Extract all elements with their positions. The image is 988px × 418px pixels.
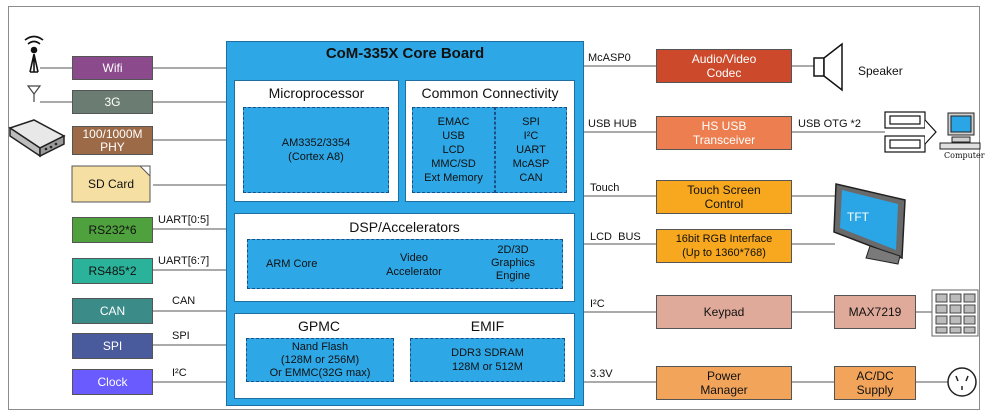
usb-otg-wire-label: USB OTG *2 [798,118,861,130]
max7219-block: MAX7219 [834,295,916,329]
uart67-label: UART[6:7] [158,255,210,267]
can-block: CAN [72,298,153,324]
sd-card-block: SD Card [87,177,134,191]
emif-title: EMIF [470,318,505,334]
rgb-interface-block: 16bit RGB Interface (Up to 1360*768) [656,229,792,263]
core-board-title: CoM-335X Core Board [325,45,485,62]
wifi-antenna-icon [24,35,44,73]
i2c-wire-label-left: I²C [172,367,187,379]
computer-label: Computer [944,151,985,160]
usb-hub-icon [884,111,937,153]
video-accelerator-label: Video Accelerator [386,252,442,278]
dsp-engines [247,239,563,289]
tft-monitor-icon [833,183,906,265]
power-wire-label: 3.3V [590,368,613,380]
microprocessor-title: Microprocessor [268,85,365,101]
connectivity-list-right: SPI I²C UART McASP CAN [495,107,567,193]
touch-wire-label: Touch [590,182,620,194]
power-manager-block: Power Manager [656,366,792,400]
diagram-frame [8,6,980,410]
gpmc-title: GPMC [298,318,340,334]
emif-ddr3: DDR3 SDRAM 128M or 512M [410,338,565,382]
touch-screen-control-block: Touch Screen Control [656,180,792,214]
cellular-antenna-icon [26,85,42,102]
connectivity-title: Common Connectivity [421,85,559,101]
tft-label: TFT [847,210,869,224]
lcd-bus-wire-label: LCD BUS [590,231,641,243]
power-outlet-icon [947,367,977,397]
gpmc-flash: Nand Flash (128M or 256M) Or EMMC(32G ma… [246,338,394,382]
spi-block: SPI [72,333,153,359]
microprocessor-chip: AM3352/3354 (Cortex A8) [243,107,389,193]
spi-wire-label: SPI [172,330,190,342]
usb-transceiver-block: HS USB Transceiver [656,116,792,150]
rs485-block: RS485*2 [72,258,153,284]
computer-icon [939,112,981,150]
uart05-label: UART[0:5] [158,214,210,226]
connectivity-list-left: EMAC USB LCD MMC/SD Ext Memory [412,107,495,193]
router-icon [8,119,66,158]
wifi-block: Wifi [72,56,153,80]
mcasp-wire-label: McASP0 [588,52,631,64]
clock-block: Clock [72,369,153,395]
can-wire-label: CAN [172,295,196,307]
rs232-block: RS232*6 [72,217,153,243]
audio-video-codec-block: Audio/Video Codec [656,49,792,83]
speaker-label: Speaker [858,64,903,78]
usb-hub-wire-label: USB HUB [588,118,637,130]
dsp-title: DSP/Accelerators [349,219,460,235]
graphics-engine-label: 2D/3D Graphics Engine [490,244,536,282]
keypad-block: Keypad [656,295,792,329]
i2c-wire-label-right: I²C [590,298,605,310]
arm-core-label: ARM Core [266,258,318,270]
3g-block: 3G [72,90,153,114]
sd-card-shape [71,165,151,203]
ethernet-phy-block: 100/1000M PHY [72,126,153,155]
sd-card-notch [138,165,151,178]
acdc-supply-block: AC/DC Supply [834,366,916,400]
speaker-icon [813,42,843,92]
keypad-icon [931,289,979,337]
